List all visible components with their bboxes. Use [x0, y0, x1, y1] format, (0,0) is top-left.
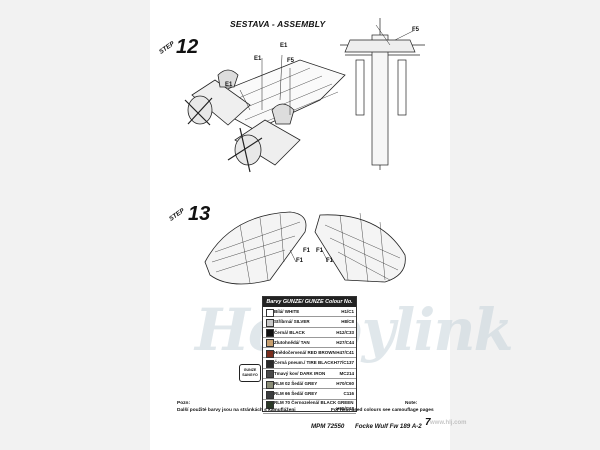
step-number: 12: [176, 36, 199, 58]
colour-name: RLM 66 Šedá/ GREY: [274, 391, 318, 397]
colour-name: Bílá/ WHITE: [274, 309, 300, 314]
colour-swatch: [266, 318, 274, 327]
note-cz: Další použité barvy jsou na stránkách s …: [177, 408, 296, 413]
colour-table-header: Barvy GUNZE/ GUNZE Colour No.: [263, 297, 356, 307]
colour-row: Stříbrná/ SILVER H8/C8: [263, 317, 356, 328]
colour-row: Bílá/ WHITE H1/C1: [263, 307, 356, 318]
colour-code: H70/C60: [336, 381, 354, 387]
colour-code: H47/C41: [336, 350, 354, 356]
colour-row: Zlutohnědá/ TAN H27/C44: [263, 338, 356, 349]
colour-row: RLM 66 Šedá/ GREY C116: [263, 389, 356, 400]
colour-name: Zlutohnědá/ TAN: [274, 339, 310, 345]
page-number: 7: [425, 417, 431, 428]
callout-f1: F1: [316, 248, 324, 254]
colour-name: Tmavý kov/ DARK IRON: [274, 370, 326, 376]
colour-swatch: [266, 390, 274, 399]
colour-code: H27/C44: [336, 339, 354, 345]
colour-row: RLM 02 Šedá/ GREY H70/C60: [263, 379, 356, 390]
colour-swatch: [266, 370, 274, 379]
watermark-url: www.hlj.com: [430, 420, 467, 426]
callout-e1: E1: [225, 82, 233, 88]
callout-e1: E1: [280, 43, 288, 49]
colour-name: RLM 70 Černozelená/ BLACK GREEN: [274, 400, 354, 406]
page-title: SESTAVA - ASSEMBLY: [230, 19, 326, 29]
note-en-label: Note:: [405, 401, 418, 406]
colour-swatch: [266, 401, 274, 410]
colour-table: Barvy GUNZE/ GUNZE Colour No. Bílá/ WHIT…: [262, 296, 357, 414]
callout-f1: F1: [326, 258, 334, 264]
plan-view-drawing: [340, 18, 425, 170]
step-13-drawing: [204, 211, 406, 285]
colour-code: H77/C137: [333, 360, 354, 366]
callout-e1: E1: [254, 56, 262, 62]
callout-f1: F1: [296, 258, 304, 264]
kit-name: Focke Wulf Fw 189 A-2: [355, 423, 422, 430]
gunze-logo-line2: SANGYO: [242, 372, 258, 377]
colour-code: C116: [343, 391, 354, 397]
kit-number: MPM 72550: [311, 423, 345, 430]
step-12-drawing: [184, 54, 346, 173]
gunze-logo: GUNZE SANGYO: [239, 364, 261, 382]
callout-f5: F5: [287, 58, 295, 64]
colour-swatch: [266, 359, 274, 368]
colour-name: Černá/ BLACK: [274, 329, 306, 335]
colour-swatch: [266, 329, 274, 338]
colour-swatch: [266, 339, 274, 348]
colour-code: H8/C8: [341, 319, 354, 325]
colour-code: H65/C18: [336, 406, 354, 412]
colour-name: Černá pneum./ TIRE BLACK: [274, 360, 334, 366]
colour-swatch: [266, 380, 274, 389]
callout-f1: F1: [303, 248, 311, 254]
colour-code: H1/C1: [341, 309, 354, 314]
colour-swatch: [266, 308, 274, 317]
colour-row: Tmavý kov/ DARK IRON MC214: [263, 369, 356, 380]
note-en: For next used colours see camouflage pag…: [331, 408, 434, 413]
colour-swatch: [266, 349, 274, 358]
colour-code: MC214: [339, 370, 354, 376]
callout-f5: F5: [412, 27, 420, 33]
step-number: 13: [188, 203, 211, 225]
colour-name: Stříbrná/ SILVER: [274, 319, 310, 325]
gunze-logo-line1: GUNZE: [243, 368, 257, 372]
colour-row: Černá/ BLACK H12/C33: [263, 328, 356, 338]
note-cz-label: Pozn:: [177, 401, 191, 406]
colour-code: H12/C33: [336, 329, 354, 335]
colour-name: Hnědočervená/ RED BROWN: [274, 350, 336, 356]
colour-name: RLM 02 Šedá/ GREY: [274, 381, 318, 387]
